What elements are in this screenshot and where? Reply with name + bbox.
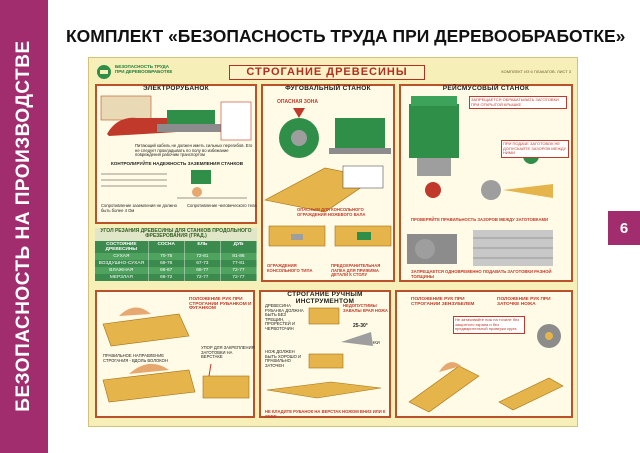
grounding-diagram [101,170,247,199]
thicknesser-check-title: ПРОВЕРЯЙТЕ ПРАВИЛЬНОСТЬ ЗАЗОРОВ МЕЖДУ ЗА… [411,217,548,222]
thicknesser-illustration [409,96,553,200]
electroplane-note: Питающий кабель не должен иметь сильных … [135,143,253,158]
logo-text-line-1: БЕЗОПАСНОСТЬ ТРУДА [115,64,169,69]
feed-rollers-illustration [407,230,553,266]
panel-jointer-title: ФУГОВАЛЬНЫЙ СТАНОК [285,85,371,92]
poster-title: СТРОГАНИЕ ДРЕВЕСИНЫ [229,65,425,80]
electroplane-illustration [100,95,252,141]
table-cell: 67-73 [184,259,221,267]
table-cell: 66-67 [148,266,185,274]
ground-note-1: Сопротивление заземления не должно быть … [101,203,177,213]
table-cell: 72-81 [184,252,221,260]
table-header-cell: СОСНА [148,240,185,253]
table-cell: 72-77 [220,273,257,281]
hand-planing-label-2: УПОР ДЛЯ ЗАКРЕПЛЕНИЯ ЗАГОТОВКИ НА ВЕРСТА… [201,345,255,360]
thicknesser-note-top: ЗАПРЕЩАЕТСЯ ОБРАБАТЫВАТЬ ЗАГОТОВКИ ПРИ О… [469,96,567,110]
table-cell: 70-75 [148,252,185,260]
hand-planing-label-1: ПРАВИЛЬНОЕ НАПРАВЛЕНИЕ СТРОГАНИЯ - ВДОЛЬ… [103,353,168,363]
table-cell: 66-72 [148,273,185,281]
poster-note: КОМПЛЕКТ ИЗ 6 ПЛАКАТОВ. ЛИСТ 3 [501,69,571,74]
panel-jointer: ФУГОВАЛЬНЫЙ СТАНОК ОПАСНАЯ ЗОНА ОПАСНЫМ … [261,84,395,282]
table-row: ВЛАЖНАЯ 66-67 66-77 72-77 [95,266,257,274]
table-cell: ВОЗДУШНО-СУХАЯ [95,259,149,267]
hand-planing-illustration [102,307,250,403]
hand-tool-angle: 25-30° [353,323,368,329]
panel-hand-planing: ПОЛОЖЕНИЕ РУК ПРИ СТРОГАНИИ РУБАНКОМ И Ф… [95,290,255,418]
thicknesser-bottom-note: ЗАПРЕЩАЕТСЯ ОДНОВРЕМЕННО ПОДАВАТЬ ЗАГОТО… [411,269,552,279]
table-row: МЕРЗЛАЯ 66-72 72-77 72-77 [95,273,257,281]
logo-text: БЕЗОПАСНОСТЬ ТРУДА ПРИ ДЕРЕВООБРАБОТКЕ [115,64,172,74]
cutting-angle-table: УГОЛ РЕЗАНИЯ ДРЕВЕСИНЫ ДЛЯ СТАНКОВ ПРОДО… [95,228,257,425]
ground-note-2: Сопротивление человеческого тела [187,203,257,208]
logo-text-line-2: ПРИ ДЕРЕВООБРАБОТКЕ [115,69,173,74]
table-cell: МЕРЗЛАЯ [95,273,149,281]
page-number-tab: 6 [608,211,640,245]
panel-hand-tool: СТРОГАНИЕ РУЧНЫМ ИНСТРУМЕНТОМ ДРЕВЕСИНА … [259,290,391,418]
sharpening-note: Не затачивайте нож на точиле без защитно… [453,316,525,334]
page-title: КОМПЛЕКТ «БЕЗОПАСНОСТЬ ТРУДА ПРИ ДЕРЕВОО… [66,26,626,46]
jointer-note: ОПАСНЫМ ДЛЯ КОНСОЛЬНОГО ОГРАЖДЕНИЯ НОЖЕВ… [297,207,366,217]
vertical-title: БЕЗОПАСНОСТЬ НА ПРОИЗВОДСТВЕ [13,40,34,412]
hand-tool-label-2: НОЖ ДОЛЖЕН БЫТЬ ХОРОШО И ПРАВИЛЬНО ЗАТОЧ… [265,349,302,368]
table-header-cell: ЕЛЬ [184,240,221,253]
jointer-danger-label: ОПАСНАЯ ЗОНА [277,99,318,105]
jointer-bottom-right: ПРЕДОХРАНИТЕЛЬНАЯ ЛАПКА ДЛЯ ПРИЖИМА ДЕТА… [331,263,381,278]
panel-electroplane-title: ЭЛЕКТРОРУБАНОК [142,85,209,92]
panel-thicknesser: РЕЙСМУСОВЫЙ СТАНОК ЗАПРЕЩАЕТСЯ ОБРАБАТЫВ… [399,84,573,282]
table-cell: 81-86 [220,252,257,260]
table-cell: 72-77 [184,273,221,281]
table-row: ВОЗДУШНО-СУХАЯ 69-76 67-73 77-81 [95,259,257,267]
side-band: БЕЗОПАСНОСТЬ НА ПРОИЗВОДСТВЕ [0,0,48,453]
hand-tool-label-3: НЕДОПУСТИМЫ ЗАВАЛЫ КРАЯ НОЖА [343,303,388,313]
ground-title: КОНТРОЛИРУЙТЕ НАДЕЖНОСТЬ ЗАЗЕМЛЕНИЯ СТАН… [111,161,244,166]
hand-tool-label-1: ДРЕВЕСИНА РУБАНКА ДОЛЖНА БЫТЬ БЕЗ ТРЕЩИН… [265,303,304,331]
table-header-cell: СОСТОЯНИЕ ДРЕВЕСИНЫ [95,240,149,253]
panel-thicknesser-title: РЕЙСМУСОВЫЙ СТАНОК [442,85,530,92]
jointer-guard-illustration [268,225,392,247]
panel-sharpening: ПОЛОЖЕНИЕ РУК ПРИ СТРОГАНИИ ЗЕНЗУБЕЛЕМ П… [395,290,573,418]
panel-electroplane: ЭЛЕКТРОРУБАНОК Питающий кабель не должен… [95,84,257,224]
hand-tool-bottom: НЕ КЛАДИТЕ РУБАНОК НА ВЕРСТАК НОЖОМ ВНИЗ… [265,409,386,419]
table-cell: ВЛАЖНАЯ [95,266,149,274]
hand-planing-title: ПОЛОЖЕНИЕ РУК ПРИ СТРОГАНИИ РУБАНКОМ И Ф… [189,297,252,312]
thicknesser-note-mid: ПРИ ПОДАЧЕ ЗАГОТОВОК НЕ ДОПУСКАЙТЕ ЗАЗОР… [501,140,569,158]
sharpening-title-left: ПОЛОЖЕНИЕ РУК ПРИ СТРОГАНИИ ЗЕНЗУБЕЛЕМ [411,297,475,307]
table-cell: 69-76 [148,259,185,267]
sharpening-illustration [408,324,564,413]
poster: БЕЗОПАСНОСТЬ ТРУДА ПРИ ДЕРЕВООБРАБОТКЕ С… [88,57,578,427]
table-header-row: СОСТОЯНИЕ ДРЕВЕСИНЫ СОСНА ЕЛЬ ДУБ [95,240,257,253]
table-row: СУХАЯ 70-75 72-81 81-86 [95,252,257,260]
table-cell: 77-81 [220,259,257,267]
table-cell: 66-77 [184,266,221,274]
table-cell: 72-77 [220,266,257,274]
sharpening-title-right: ПОЛОЖЕНИЕ РУК ПРИ ЗАТОЧКЕ НОЖА [497,297,551,307]
hand-tool-illustration [266,307,382,399]
table-title: УГОЛ РЕЗАНИЯ ДРЕВЕСИНЫ ДЛЯ СТАНКОВ ПРОДО… [95,228,257,241]
jointer-illustration [264,108,391,213]
table-cell: СУХАЯ [95,252,149,260]
jointer-bottom-left: ОГРАЖДЕНИЯ КОНСОЛЬНОГО ТИПА [267,263,313,273]
logo-icon [97,65,111,79]
panel-hand-tool-title: СТРОГАНИЕ РУЧНЫМ ИНСТРУМЕНТОМ [287,291,363,305]
table-header-cell: ДУБ [220,240,257,253]
